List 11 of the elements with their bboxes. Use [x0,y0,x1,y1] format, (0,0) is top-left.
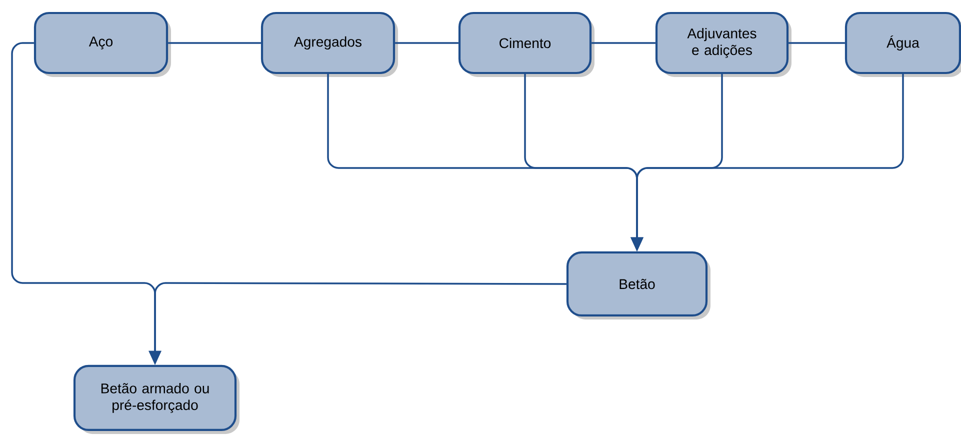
connector-line [395,42,458,44]
connector-line [788,42,845,44]
process-box: Aço [34,12,171,77]
connector-line [168,42,261,44]
process-box: Cimento [458,12,594,77]
process-box: Agregados [260,12,398,77]
connector-line [592,42,656,44]
process-box: Betão armado ou pré-esforçado [73,364,240,434]
process-box: Adjuvantes e adições [655,12,792,77]
process-box: Betão [566,251,710,320]
process-box: Água [844,12,961,77]
